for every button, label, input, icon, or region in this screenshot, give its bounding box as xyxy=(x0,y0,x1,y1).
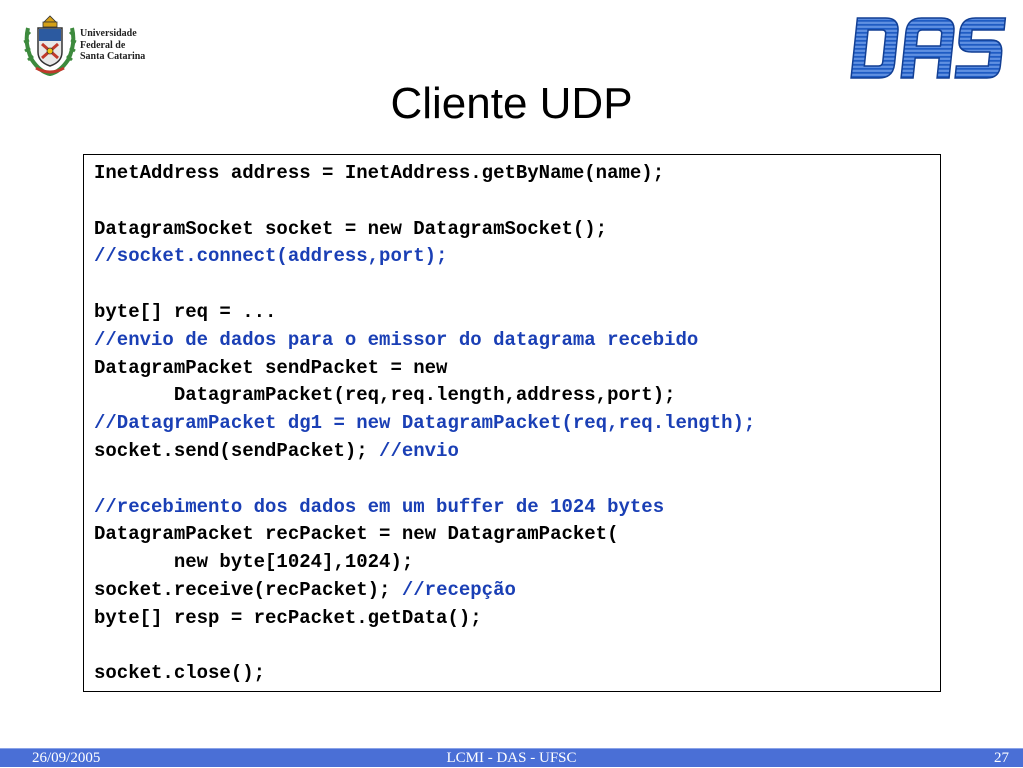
code-comment: //recepção xyxy=(401,578,516,601)
code-line: DatagramSocket socket = new DatagramSock… xyxy=(94,217,608,240)
code-line: InetAddress address = InetAddress.getByN… xyxy=(94,162,665,184)
ufsc-name-line: Universidade xyxy=(80,28,137,39)
code-line: //socket.connect(address,port); xyxy=(94,245,448,268)
footer-bar: 26/09/2005 LCMI - DAS - UFSC 27 xyxy=(0,748,1023,767)
code-line: //envio de dados para o emissor do datag… xyxy=(94,328,699,351)
code-line xyxy=(94,188,940,216)
code-text: socket.receive(recPacket); xyxy=(94,578,402,601)
code-line: socket.send(sendPacket); //envio xyxy=(94,438,940,466)
footer-date: 26/09/2005 xyxy=(32,750,101,766)
code-line: DatagramPacket recPacket = new DatagramP… xyxy=(94,523,619,546)
footer-center-text: LCMI - DAS - UFSC xyxy=(446,750,577,766)
ufsc-name-line: Santa Catarina xyxy=(80,51,146,62)
code-line xyxy=(94,271,940,299)
ufsc-name-line: Federal de xyxy=(80,39,126,51)
code-line: byte[] resp = recPacket.getData(); xyxy=(94,606,482,629)
page-number: 27 xyxy=(994,750,1009,766)
code-line: new byte[1024],1024); xyxy=(94,551,414,574)
code-text: socket.send(sendPacket); xyxy=(94,439,380,462)
code-line: //recebimento dos dados em um buffer de … xyxy=(94,495,665,518)
code-comment: //envio xyxy=(379,439,459,462)
code-line xyxy=(94,633,940,661)
code-line: DatagramPacket(req,req.length,address,po… xyxy=(94,384,676,407)
ufsc-crest-icon xyxy=(23,15,77,77)
slide-title: Cliente UDP xyxy=(390,79,633,128)
code-line: socket.receive(recPacket); //recepção xyxy=(94,577,940,605)
code-block: InetAddress address = InetAddress.getByN… xyxy=(83,154,941,692)
ufsc-logo: Universidade Federal de Santa Catarina xyxy=(22,14,162,78)
ufsc-name: Universidade Federal de Santa Catarina xyxy=(80,28,145,63)
code-line: socket.close(); xyxy=(94,662,266,685)
code-line: //DatagramPacket dg1 = new DatagramPacke… xyxy=(94,412,756,435)
code-line: byte[] req = ... xyxy=(94,300,277,323)
code-line xyxy=(94,466,940,494)
das-logo xyxy=(850,17,1007,79)
code-line: DatagramPacket sendPacket = new xyxy=(94,356,448,379)
